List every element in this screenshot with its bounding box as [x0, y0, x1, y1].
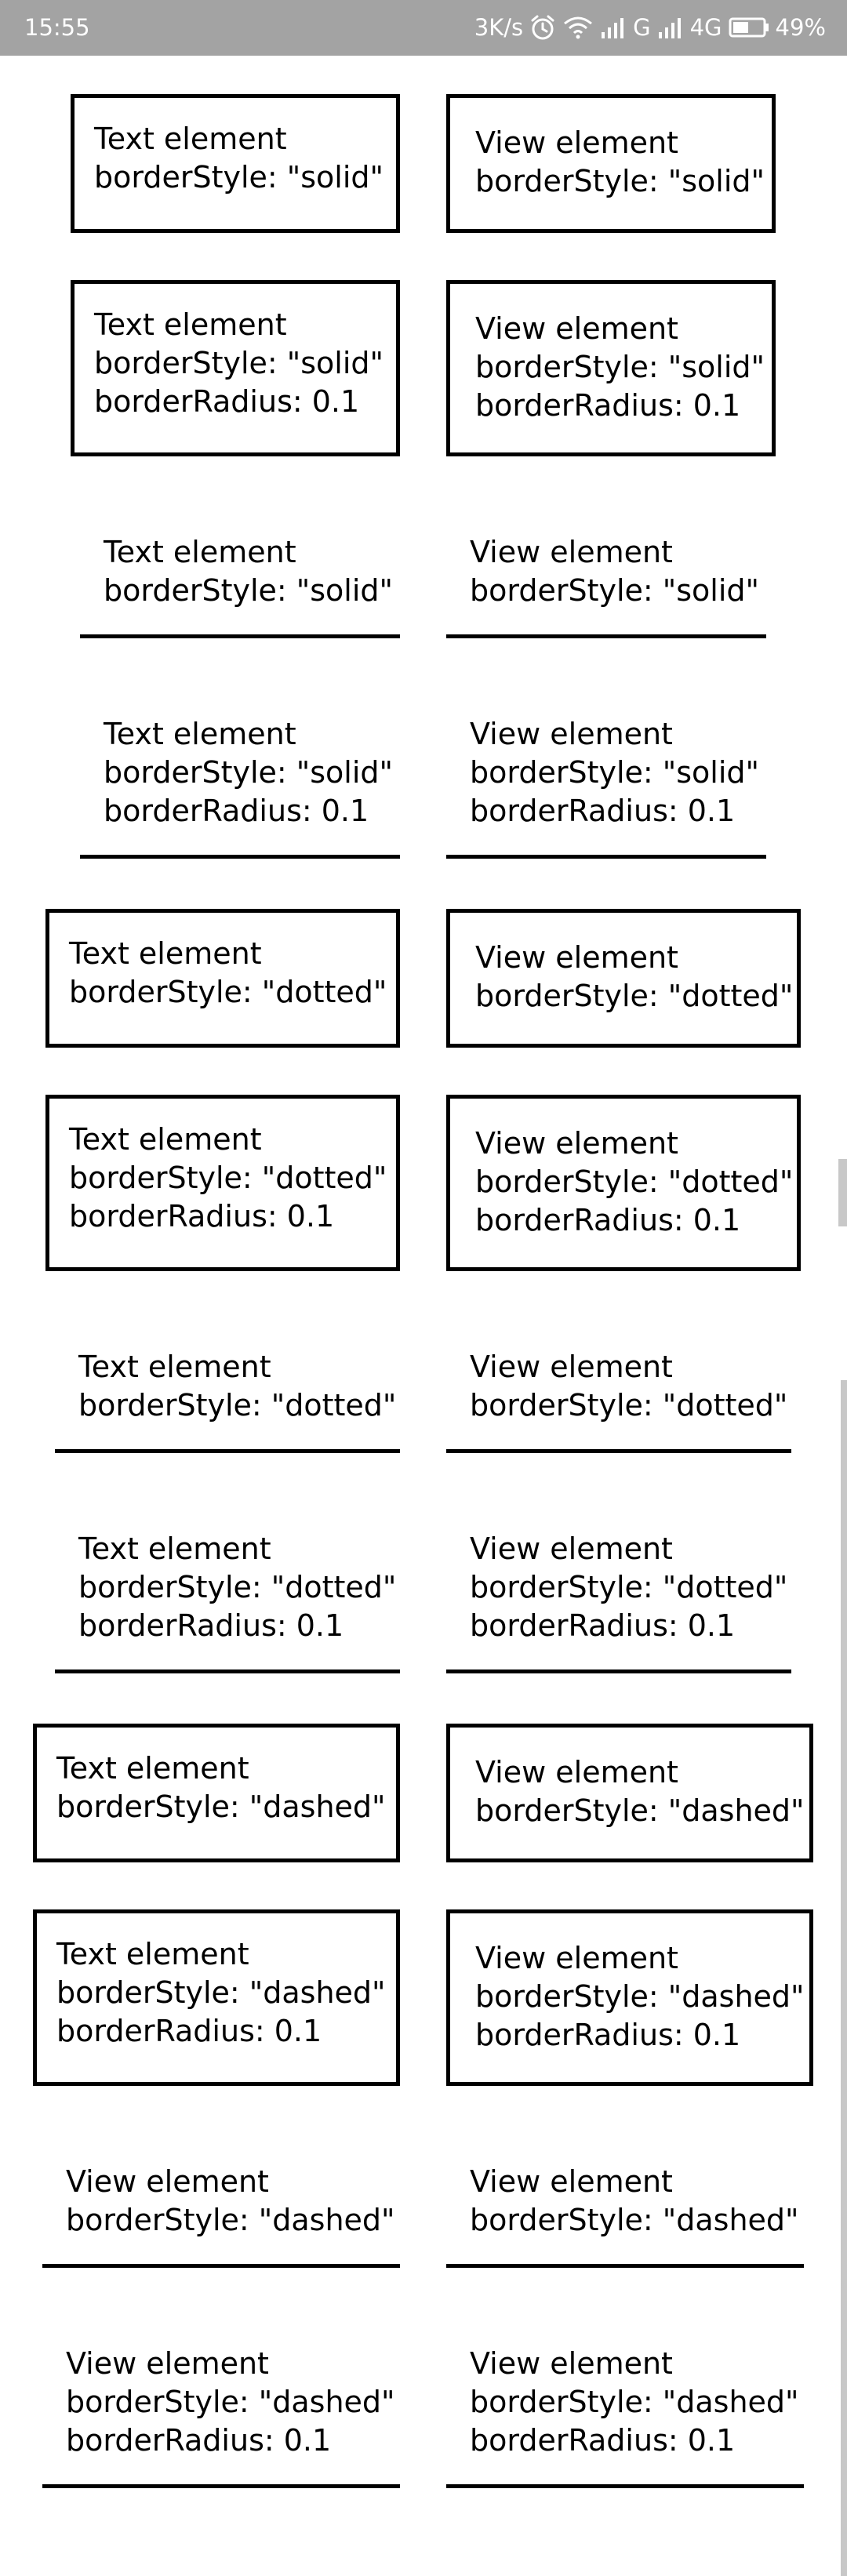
- net-speed: 3K/s: [474, 14, 524, 41]
- signal-icon: [600, 16, 627, 38]
- text-element-dotted-radius: Text element borderStyle: "dotted" borde…: [45, 1095, 400, 1271]
- text-element-solid: Text element borderStyle: "solid": [71, 94, 400, 233]
- network-type-g: G: [633, 14, 651, 41]
- text-element-dotted-radius-bottom: Text element borderStyle: "dotted" borde…: [55, 1511, 400, 1673]
- view-element-dashed-bottom-right: View element borderStyle: "dashed": [446, 2144, 804, 2268]
- text-element-dashed: Text element borderStyle: "dashed": [33, 1724, 400, 1862]
- status-icons: 3K/s G: [474, 14, 826, 41]
- view-element-solid: View element borderStyle: "solid": [446, 94, 776, 233]
- view-element-dashed-radius-bottom-right: View element borderStyle: "dashed" borde…: [446, 2326, 804, 2488]
- text-element-dotted: Text element borderStyle: "dotted": [45, 909, 400, 1048]
- signal-icon: [657, 16, 684, 38]
- text-element-solid-bottom: Text element borderStyle: "solid": [80, 514, 400, 638]
- scroll-content[interactable]: Text element borderStyle: "solid" View e…: [0, 56, 847, 2576]
- scrollbar-track[interactable]: [841, 1380, 847, 2576]
- view-element-dashed-bottom-left: View element borderStyle: "dashed": [42, 2144, 400, 2268]
- status-time: 15:55: [24, 14, 90, 41]
- view-element-dashed-radius-bottom-left: View element borderStyle: "dashed" borde…: [42, 2326, 400, 2488]
- view-element-dashed: View element borderStyle: "dashed": [446, 1724, 813, 1862]
- view-element-solid-radius: View element borderStyle: "solid" border…: [446, 280, 776, 456]
- text-element-solid-radius: Text element borderStyle: "solid" border…: [71, 280, 400, 456]
- battery-percent: 49%: [775, 14, 826, 41]
- view-element-dotted-radius: View element borderStyle: "dotted" borde…: [446, 1095, 801, 1271]
- battery-icon: [729, 17, 769, 38]
- view-element-solid-bottom: View element borderStyle: "solid": [446, 514, 766, 638]
- view-element-solid-radius-bottom: View element borderStyle: "solid" border…: [446, 696, 766, 859]
- wifi-icon: [562, 16, 594, 39]
- scrollbar-thumb[interactable]: [838, 1159, 847, 1226]
- text-element-dotted-bottom: Text element borderStyle: "dotted": [55, 1329, 400, 1453]
- network-type-4g: 4G: [689, 14, 722, 41]
- alarm-icon: [529, 14, 556, 41]
- view-element-dotted-radius-bottom: View element borderStyle: "dotted" borde…: [446, 1511, 791, 1673]
- text-element-solid-radius-bottom: Text element borderStyle: "solid" border…: [80, 696, 400, 859]
- view-element-dotted-bottom: View element borderStyle: "dotted": [446, 1329, 791, 1453]
- status-bar: 15:55 3K/s G: [0, 0, 847, 56]
- view-element-dashed-radius: View element borderStyle: "dashed" borde…: [446, 1909, 813, 2086]
- text-element-dashed-radius: Text element borderStyle: "dashed" borde…: [33, 1909, 400, 2086]
- view-element-dotted: View element borderStyle: "dotted": [446, 909, 801, 1048]
